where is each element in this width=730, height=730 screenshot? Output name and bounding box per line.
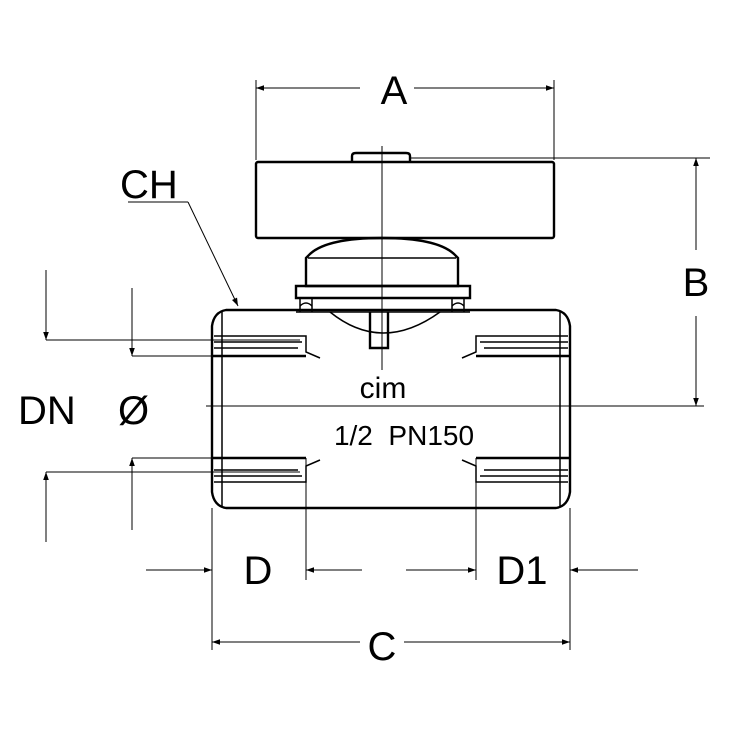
dimension-d-label: D [244, 549, 273, 593]
dimension-d1: D1 [406, 458, 638, 650]
handle-stem-collar [294, 284, 472, 300]
right-thread-top [461, 335, 568, 359]
dimension-a: A [255, 69, 555, 160]
valve-body-outline [210, 308, 572, 510]
dimension-dn-label: DN [18, 389, 76, 433]
valve-handle [254, 151, 556, 350]
dimension-c: C [212, 625, 570, 669]
valve-stem [368, 312, 390, 350]
dimension-a-label: A [381, 69, 408, 113]
dimension-dn: DN [18, 270, 300, 542]
dimension-ch: CH [120, 163, 239, 307]
dimension-ch-label: CH [120, 163, 178, 207]
brand-marking: cim [360, 372, 407, 405]
dimension-d1-label: D1 [496, 549, 547, 593]
handle-cap [350, 151, 412, 162]
dimension-b-label: B [683, 261, 710, 305]
dimension-b: B [410, 157, 710, 406]
dimension-diameter: Ø [118, 288, 306, 530]
size-rating-marking: 1/2 PN150 [334, 420, 474, 451]
left-thread-bottom [214, 459, 321, 483]
dimension-d: D [146, 458, 362, 650]
right-thread-bottom [461, 459, 568, 483]
handle-lever [254, 160, 556, 240]
handle-boss [304, 236, 460, 288]
dimension-c-label: C [368, 625, 397, 669]
dimension-diameter-label: Ø [118, 389, 149, 433]
left-thread-top [214, 335, 321, 359]
